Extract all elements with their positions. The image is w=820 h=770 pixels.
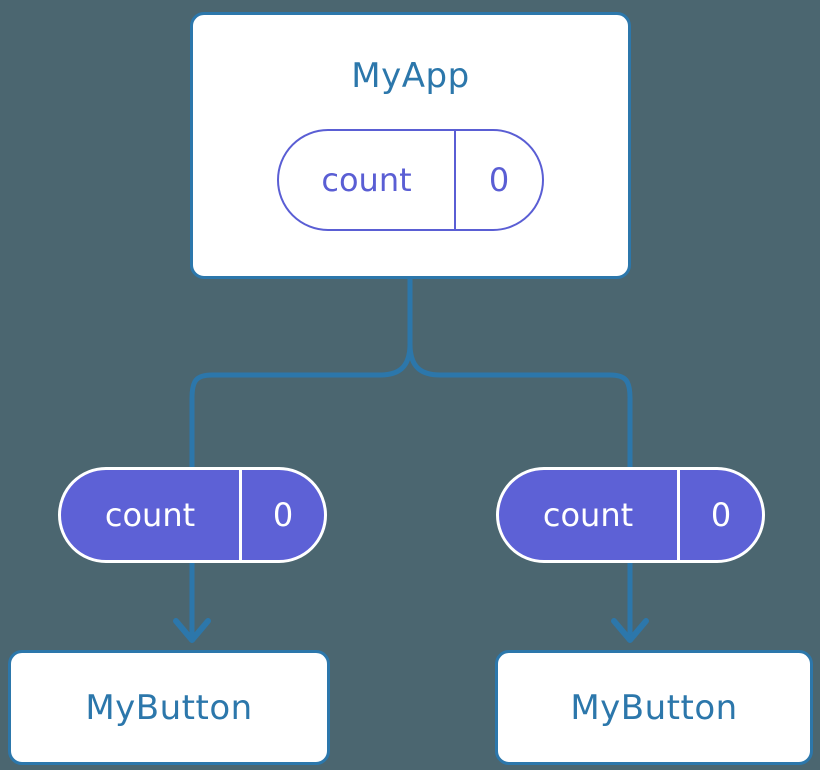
connector-branch-right bbox=[407, 343, 633, 467]
component-title-mybutton: MyButton bbox=[85, 687, 253, 728]
state-key-label: count bbox=[321, 161, 412, 199]
props-key-label: count bbox=[542, 496, 634, 534]
state-value-label: 0 bbox=[454, 131, 542, 229]
arrow-down-icon bbox=[611, 618, 649, 643]
props-capsule-right[interactable]: count 0 bbox=[496, 467, 765, 563]
props-key-label: count bbox=[104, 496, 196, 534]
props-value-label: 0 bbox=[239, 470, 324, 560]
props-value-label: 0 bbox=[677, 470, 762, 560]
state-capsule-root[interactable]: count 0 bbox=[277, 129, 544, 231]
component-title-myapp: MyApp bbox=[351, 56, 470, 96]
component-title-mybutton: MyButton bbox=[570, 687, 738, 728]
component-card-mybutton-right[interactable]: MyButton bbox=[495, 650, 813, 765]
arrow-down-icon bbox=[173, 618, 211, 643]
component-card-mybutton-left[interactable]: MyButton bbox=[8, 650, 330, 765]
connector-branch-left bbox=[189, 343, 413, 467]
props-capsule-left[interactable]: count 0 bbox=[58, 467, 327, 563]
